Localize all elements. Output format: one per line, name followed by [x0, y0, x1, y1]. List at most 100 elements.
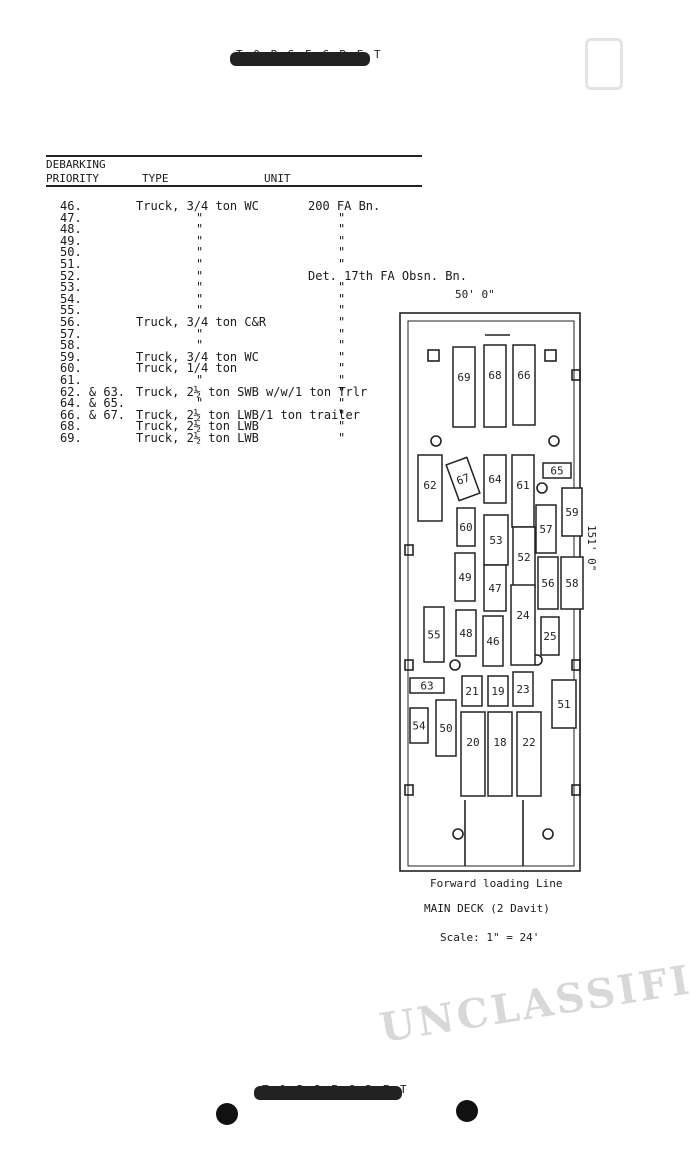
forward-loading-line-caption: Forward loading Line: [430, 877, 563, 890]
vehicle-label: 50: [439, 722, 452, 735]
vehicle-label: 19: [491, 685, 504, 698]
header-unit: UNIT: [264, 172, 291, 185]
vehicle-label: 67: [455, 471, 472, 488]
row-type: ": [196, 280, 204, 295]
binder-hole-left: [216, 1103, 238, 1125]
vehicle-label: 23: [516, 683, 529, 696]
vehicle-slot: 51: [551, 679, 577, 729]
row-unit: ": [338, 431, 346, 445]
table-top-rule: [46, 155, 422, 157]
vehicle-slot: 66: [512, 344, 536, 426]
row-type: ": [196, 338, 204, 353]
vehicle-slot: 68: [483, 344, 507, 428]
row-unit: ": [338, 396, 346, 411]
row-type: ": [196, 373, 204, 387]
row-priority: 52.: [60, 268, 82, 283]
vehicle-slot: 60: [456, 507, 476, 547]
row-priority: 47.: [60, 210, 82, 225]
row-priority: 46.: [60, 199, 82, 213]
row-type: ": [196, 303, 204, 318]
row-priority: 50.: [60, 245, 82, 260]
header-priority: PRIORITY: [46, 172, 99, 185]
vehicle-slot: 18: [487, 711, 513, 797]
vehicle-label: 47: [488, 582, 501, 595]
row-unit: ": [338, 233, 346, 248]
vehicle-label: 22: [522, 736, 535, 749]
vehicle-label: 24: [516, 609, 530, 622]
row-type: Truck, 1/4 ton: [136, 361, 238, 376]
row-priority: 61.: [60, 373, 82, 387]
row-type: Truck, 2½ ton LWB: [136, 419, 259, 434]
vehicle-label: 69: [457, 371, 470, 384]
row-type: Truck, 2½ ton LWB/1 ton trailer: [136, 407, 360, 422]
row-priority: 51.: [60, 257, 82, 271]
row-unit: ": [338, 315, 346, 329]
row-unit: ": [338, 361, 346, 376]
row-type: ": [196, 396, 204, 411]
vehicle-label: 46: [486, 635, 499, 648]
deck-width-label: 50' 0": [455, 288, 495, 301]
row-priority: 49.: [60, 233, 82, 248]
main-deck-caption: MAIN DECK (2 Davit): [424, 902, 550, 915]
row-type: Truck, 3/4 ton C&R: [136, 315, 267, 329]
row-unit: ": [338, 349, 346, 364]
vehicle-label: 49: [458, 571, 471, 584]
row-type: Truck, 2½ ton SWB w/w/1 ton Trlr: [136, 384, 368, 399]
redaction-bar-top: [230, 52, 370, 66]
vehicle-slot: 22: [516, 711, 542, 797]
vehicle-label: 57: [539, 523, 552, 536]
vehicle-slot: 23: [512, 671, 534, 707]
row-unit: ": [338, 384, 346, 399]
vehicle-label: 58: [565, 577, 578, 590]
vehicle-label: 21: [465, 685, 478, 698]
vehicle-slot: 54: [409, 707, 429, 744]
vehicle-slot: 56: [537, 556, 559, 610]
row-priority: 68.: [60, 419, 82, 434]
vehicle-slot: 20: [460, 711, 486, 797]
vehicle-slot: 47: [483, 564, 507, 612]
row-priority: 66. & 67.: [60, 407, 126, 422]
row-priority: 57.: [60, 326, 82, 341]
row-type: ": [196, 245, 204, 260]
vehicle-label: 60: [459, 521, 472, 534]
vehicle-slot: 57: [535, 504, 557, 554]
vehicle-slot: 59: [561, 487, 583, 537]
row-type: ": [196, 268, 204, 283]
vehicle-slot: 67: [445, 456, 481, 502]
row-type: Truck, 2½ ton LWB: [136, 431, 259, 445]
row-priority: 58.: [60, 338, 82, 353]
row-unit: 200 FA Bn.: [308, 199, 381, 213]
row-unit: ": [338, 338, 346, 353]
row-priority: 54.: [60, 291, 82, 306]
table-header-rule: [46, 185, 422, 187]
redaction-bar-bottom: [254, 1086, 402, 1100]
row-type: ": [196, 210, 204, 225]
row-unit: ": [338, 373, 346, 387]
vehicle-label: 53: [489, 534, 502, 547]
row-unit: ": [338, 257, 346, 271]
row-type: ": [196, 291, 204, 306]
vehicle-label: 64: [488, 473, 502, 486]
row-type: ": [196, 222, 204, 237]
row-unit: ": [338, 303, 346, 318]
vehicle-slot: 58: [560, 556, 584, 610]
vehicle-slot: 50: [435, 699, 457, 757]
vehicle-label: 55: [427, 629, 440, 642]
vehicle-label: 63: [420, 680, 433, 693]
row-type: ": [196, 257, 204, 271]
row-unit: ": [338, 326, 346, 341]
vehicle-slot: 24: [510, 584, 536, 666]
vehicle-label: 20: [466, 736, 479, 749]
row-unit: ": [338, 291, 346, 306]
vehicle-slot: 48: [455, 609, 477, 657]
vehicle-label: 65: [550, 465, 563, 478]
vehicle-label: 18: [493, 736, 506, 749]
vehicle-slot: 49: [454, 552, 476, 602]
row-unit: ": [338, 210, 346, 225]
vehicle-label: 68: [488, 369, 501, 382]
vehicle-slot: 46: [482, 615, 504, 667]
vehicle-slot: 69: [452, 346, 476, 428]
row-priority: 53.: [60, 280, 82, 295]
row-unit: Det. 17th FA Obsn. Bn.: [308, 268, 467, 283]
header-type: TYPE: [142, 172, 169, 185]
